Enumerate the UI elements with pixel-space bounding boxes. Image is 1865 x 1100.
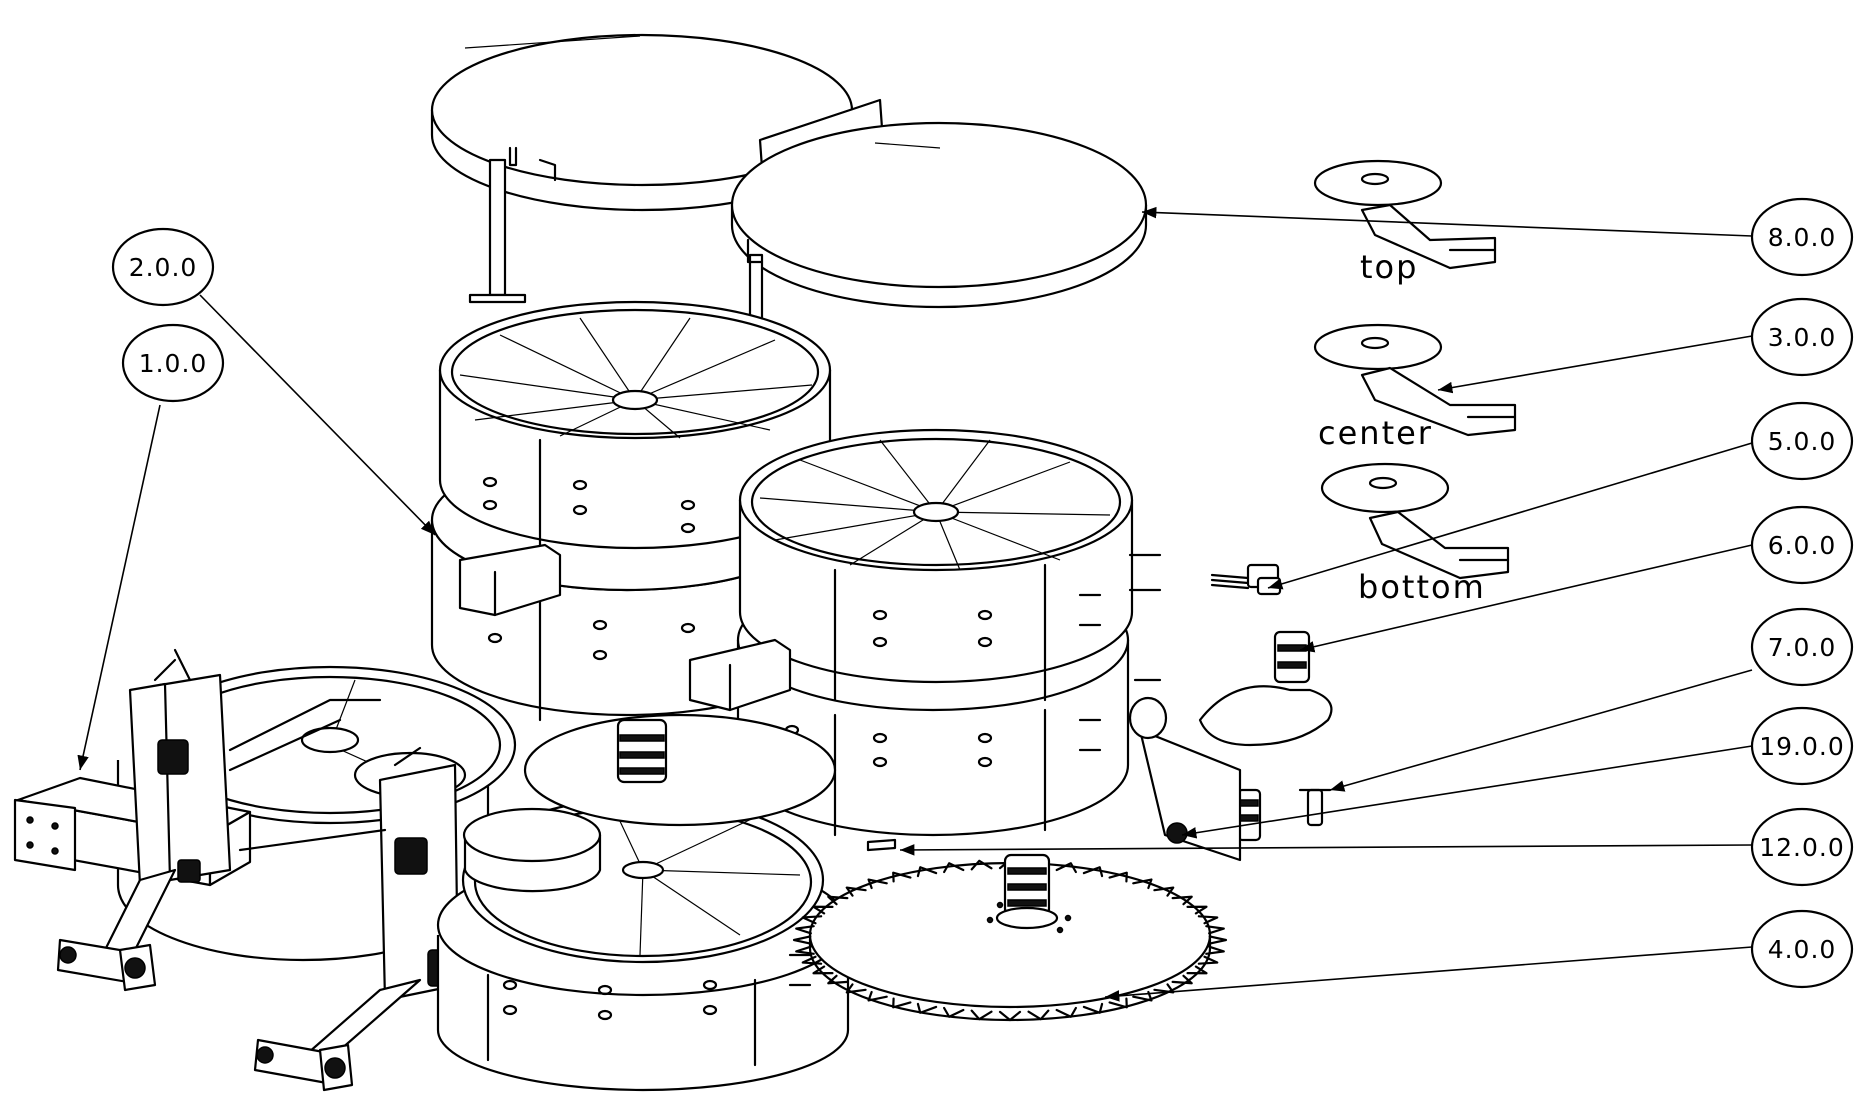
callout-label: 1.0.0 — [139, 349, 208, 378]
callout-4-0-0: 4.0.0 — [1750, 909, 1854, 989]
callout-label: 2.0.0 — [129, 253, 198, 282]
sprocket-tooth — [1082, 866, 1104, 878]
sprocket-tooth — [795, 945, 815, 955]
callout-5-0-0: 5.0.0 — [1750, 401, 1854, 481]
drum-upper-right — [688, 428, 1162, 837]
sprocket-tooth — [1055, 1006, 1077, 1018]
sprocket-tooth — [943, 1006, 965, 1018]
sprocket-tooth — [1108, 997, 1128, 1009]
sprocket-tooth — [916, 1002, 938, 1014]
part-small-parts — [866, 696, 1332, 862]
callout-label: 19.0.0 — [1759, 732, 1845, 761]
sprocket-tooth — [867, 990, 888, 1002]
sprocket-tooth — [801, 955, 823, 965]
sprocket-tooth — [1027, 1009, 1050, 1021]
callout-label: 3.0.0 — [1768, 323, 1837, 352]
sprocket-tooth — [1186, 905, 1208, 915]
sprocket-tooth — [1108, 871, 1128, 883]
sprocket-tooth — [1082, 1002, 1104, 1014]
sprocket-tooth — [1186, 965, 1208, 975]
sprocket-tooth — [827, 974, 849, 985]
drum-lower-front — [436, 796, 850, 1092]
sprocket-tooth — [801, 915, 823, 925]
sprocket-tooth — [827, 895, 849, 906]
callout-label: 12.0.0 — [1759, 833, 1845, 862]
part-belt-motor — [1198, 630, 1333, 747]
callout-1-0-0: 1.0.0 — [121, 323, 225, 403]
sprocket-tooth — [943, 862, 965, 874]
sprocket-tooth — [916, 866, 938, 878]
sprocket-tooth — [998, 1010, 1022, 1022]
callout-2-0-0: 2.0.0 — [111, 227, 215, 307]
sprocket-tooth — [845, 886, 867, 897]
sprocket-tooth — [1171, 895, 1193, 906]
sprocket-tooth — [1055, 862, 1077, 874]
sprocket-tooth — [1208, 935, 1228, 945]
callout-label: 8.0.0 — [1768, 223, 1837, 252]
label-top: top — [1360, 248, 1418, 286]
sprocket-tooth — [892, 871, 912, 883]
part-switch — [1210, 563, 1282, 596]
sprocket-tooth — [1132, 878, 1153, 890]
sprocket-tooth — [970, 859, 993, 871]
sprocket-tooth — [970, 1009, 993, 1021]
sprocket-tooth — [1205, 925, 1225, 935]
sprocket-tooth — [1197, 915, 1219, 925]
callout-12-0-0: 12.0.0 — [1750, 807, 1854, 887]
sprocket-tooth — [792, 935, 812, 945]
sprocket-tooth — [1153, 886, 1175, 897]
lid-left — [430, 33, 854, 304]
part-top — [1313, 159, 1497, 270]
callout-label: 5.0.0 — [1768, 427, 1837, 456]
sprocket-tooth — [1171, 974, 1193, 985]
sprocket-tooth — [1132, 990, 1153, 1002]
callout-3-0-0: 3.0.0 — [1750, 297, 1854, 377]
callout-8-0-0: 8.0.0 — [1750, 197, 1854, 277]
sprocket-tooth — [812, 905, 834, 915]
callout-6-0-0: 6.0.0 — [1750, 505, 1854, 585]
leader-lines — [77, 206, 1753, 1002]
callout-19-0-0: 19.0.0 — [1750, 706, 1854, 786]
label-center: center — [1318, 414, 1433, 452]
sprocket-tooth — [892, 997, 912, 1009]
sprocket-tooth — [845, 983, 867, 994]
callout-label: 4.0.0 — [1768, 935, 1837, 964]
sprocket-tooth — [1205, 945, 1225, 955]
callout-7-0-0: 7.0.0 — [1750, 607, 1854, 687]
callout-label: 7.0.0 — [1768, 633, 1837, 662]
sprocket-tooth — [812, 965, 834, 975]
part-center — [1313, 323, 1517, 437]
sprocket-tooth — [795, 925, 815, 935]
part-bottom — [1320, 462, 1510, 580]
label-bottom: bottom — [1358, 568, 1486, 606]
sprocket-disc — [792, 853, 1228, 1022]
sprocket-tooth — [867, 878, 888, 890]
center-motor — [523, 713, 837, 827]
callout-label: 6.0.0 — [1768, 531, 1837, 560]
sprocket-tooth — [1197, 955, 1219, 965]
